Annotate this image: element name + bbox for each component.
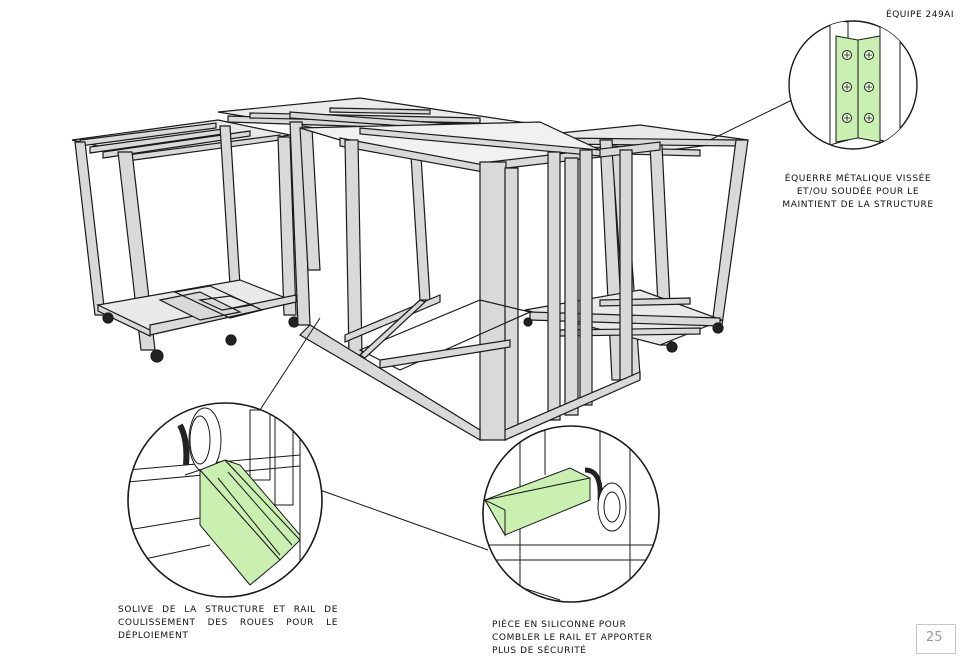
silicone-detail <box>482 425 660 603</box>
bracket-caption: ÉQUERRE MÉTALIQUE VISSÉE ET/OU SOUDÉE PO… <box>782 174 934 210</box>
rail-caption: SOLIVE DE LA STRUCTURE ET RAIL DE COULIS… <box>118 605 338 641</box>
rail-detail <box>127 402 323 598</box>
page-number: 25 <box>926 630 943 645</box>
team-label: ÉQUIPE 249AI <box>886 10 954 20</box>
leader-lines <box>259 99 793 551</box>
page-number-frame <box>916 624 956 654</box>
center-front <box>299 121 661 442</box>
silicone-caption: PIÈCE EN SILICONNE POUR COMBLER LE RAIL … <box>492 620 653 656</box>
page-number-box: 25 <box>916 624 956 654</box>
bracket-detail <box>788 20 918 150</box>
left-module <box>71 119 300 363</box>
